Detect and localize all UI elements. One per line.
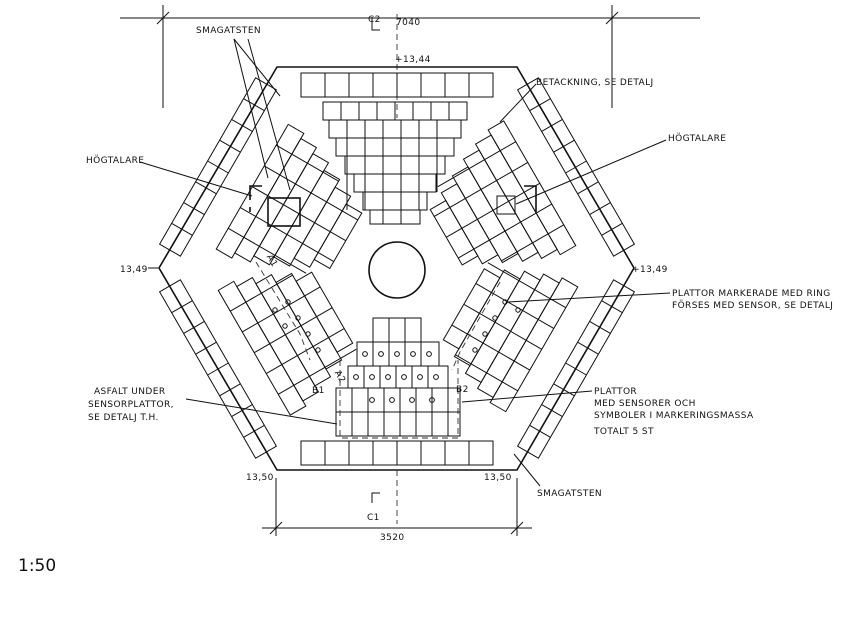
center-circle — [368, 241, 426, 299]
annotation-hogtalare-left: HÖGTALARE — [86, 155, 253, 197]
wedge-bottom — [335, 317, 461, 437]
annotation-asfalt: ASFALT UNDER SENSORPLATTOR, SE DETALJ T.… — [88, 387, 338, 425]
section-bottom-label: C1 — [367, 513, 380, 523]
annotation-smagatsten-top: SMAGATSTEN — [196, 26, 291, 191]
wedge-upper-right — [429, 120, 577, 266]
marker-a2: A2 — [332, 369, 347, 385]
scale-label: 1:50 — [18, 556, 56, 576]
annotation-betackning: BETACKNING, SE DETALJ — [499, 78, 654, 123]
plattor-line4: TOTALT 5 ST — [593, 427, 654, 437]
asfalt-line3: SE DETALJ T.H. — [88, 413, 159, 423]
sensor-rings-lower-right — [472, 299, 521, 353]
section-marker-top: C2 +13,44 — [368, 14, 431, 118]
plattor-ring-line1: PLATTOR MARKERADE MED RING — [672, 289, 831, 299]
marker-a1: A1 — [264, 253, 279, 269]
top-dimension: 7040 — [120, 5, 700, 108]
border-tiles-lower-right — [516, 279, 636, 459]
betackning-label: BETACKNING, SE DETALJ — [536, 78, 654, 88]
dim-bottom-label: 3520 — [380, 533, 405, 543]
border-tiles-bottom — [300, 440, 494, 466]
wedge-lower-left — [217, 271, 357, 416]
asphalt-outline-bottom — [339, 360, 459, 439]
plattor-line3: SYMBOLER I MARKERINGSMASSA — [594, 411, 754, 421]
sensor-rings-lower-left — [272, 299, 321, 353]
annotation-hogtalare-right: HÖGTALARE — [515, 133, 726, 205]
annotation-plattor-ring: PLATTOR MARKERADE MED RING FÖRSES MED SE… — [507, 289, 833, 311]
hogtalare-right-label: HÖGTALARE — [668, 133, 726, 144]
dim-top-label: 7040 — [396, 18, 421, 28]
hogtalare-left-label: HÖGTALARE — [86, 155, 144, 166]
annotation-plattor: PLATTOR MED SENSORER OCH SYMBOLER I MARK… — [461, 387, 754, 437]
border-tiles-lower-left — [158, 279, 278, 459]
sensor-rings-bottom — [353, 351, 439, 403]
speaker-right — [496, 185, 537, 215]
smagatsten-top-label: SMAGATSTEN — [196, 26, 261, 36]
plattor-line1: PLATTOR — [594, 387, 637, 397]
annotation-smagatsten-bottom: SMAGATSTEN — [513, 453, 602, 499]
level-top-label: +13,44 — [395, 55, 431, 65]
outer-hexagon — [158, 66, 635, 471]
border-tiles-top — [300, 72, 494, 98]
asphalt-outline-lower-right — [451, 281, 501, 371]
level-bottom-left-label: 13,50 — [246, 473, 274, 483]
wedge-lower-right — [442, 262, 579, 413]
asfalt-line1: ASFALT UNDER — [94, 387, 166, 397]
level-left-label: 13,49 — [120, 265, 148, 275]
section-top-label: C2 — [368, 15, 381, 25]
wedge-upper-left — [215, 123, 363, 274]
asfalt-line2: SENSORPLATTOR, — [88, 400, 174, 410]
level-right-label: +13,49 — [632, 265, 668, 275]
smagatsten-bottom-label: SMAGATSTEN — [537, 489, 602, 499]
level-bottom-right-label: 13,50 — [484, 473, 512, 483]
border-tiles-upper-left — [158, 77, 278, 257]
wedge-top — [322, 101, 468, 225]
bottom-dimension: 3520 — [262, 478, 532, 543]
marker-b2: B2 — [456, 385, 469, 395]
plattor-line2: MED SENSORER OCH — [594, 399, 696, 409]
marker-b1: B1 — [312, 386, 325, 396]
plattor-ring-line2: FÖRSES MED SENSOR, SE DETALJ — [672, 300, 833, 311]
asphalt-outline-lower-left — [255, 261, 311, 361]
section-marker-bottom: C1 — [367, 470, 398, 524]
border-tiles-upper-right — [516, 77, 636, 257]
